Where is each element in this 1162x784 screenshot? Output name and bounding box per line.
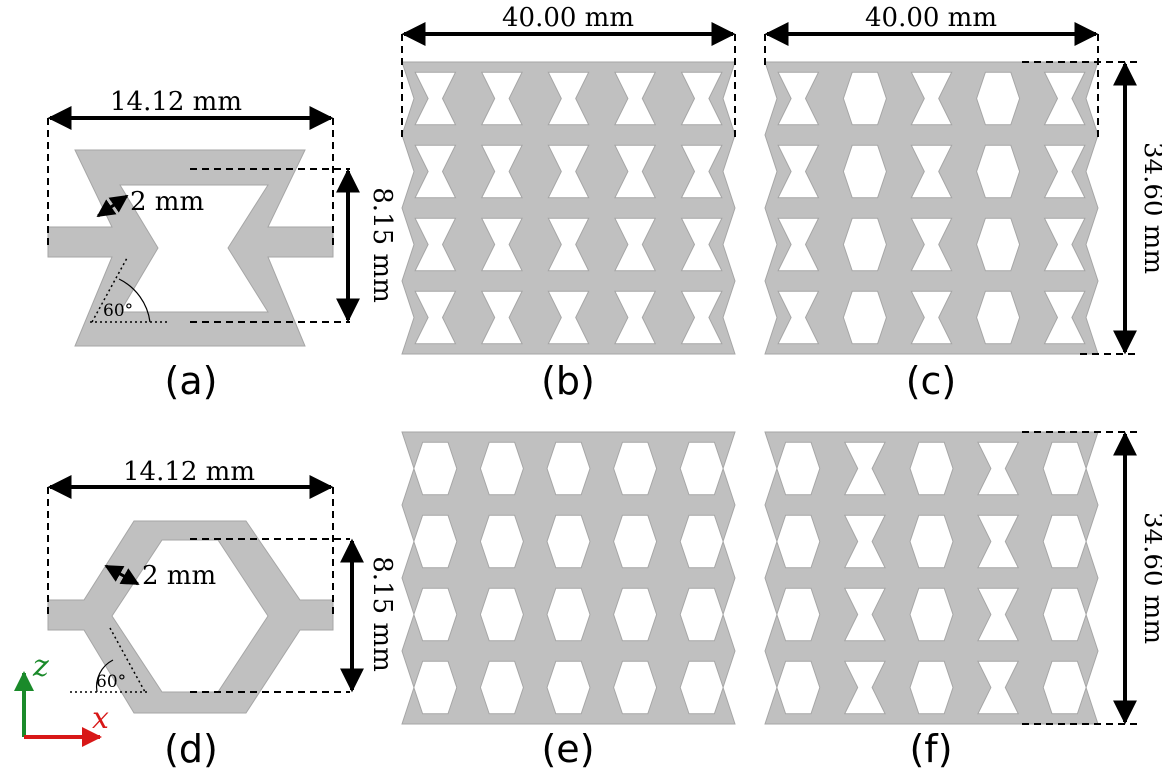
caption-f: (f) bbox=[909, 727, 952, 771]
axis-triad: z x bbox=[13, 649, 109, 747]
lattice-c-shape bbox=[764, 61, 1099, 355]
unit-cell-reentrant: 14.12 mm 8.15 mm 2 mm 60° (a) bbox=[47, 87, 397, 403]
lattice-c bbox=[764, 61, 1099, 355]
lattice-f-shape bbox=[764, 431, 1099, 725]
lattice-f bbox=[764, 431, 1099, 725]
panel-width-label: 40.00 mm bbox=[502, 3, 634, 33]
reentrant-cell-shape bbox=[47, 149, 334, 347]
panel-c: 40.00 mm 34.60 mm (c) bbox=[764, 3, 1162, 403]
wall-thickness-arrow bbox=[96, 194, 129, 218]
cell-width-label: 14.12 mm bbox=[123, 457, 255, 487]
caption-c: (c) bbox=[906, 359, 957, 403]
panel-e: (e) bbox=[401, 431, 736, 771]
wall-thickness-arrow bbox=[104, 564, 140, 586]
angle-label: 60° bbox=[96, 672, 126, 692]
lattice-e-shape bbox=[401, 431, 736, 725]
cell-width-label: 14.12 mm bbox=[110, 87, 242, 117]
lattice-e bbox=[401, 431, 736, 725]
cell-height-label: 8.15 mm bbox=[367, 187, 397, 302]
lattice-b-shape bbox=[401, 61, 736, 355]
panel-width-label: 40.00 mm bbox=[865, 3, 997, 33]
angle-arc bbox=[118, 278, 151, 323]
caption-e: (e) bbox=[541, 727, 594, 771]
cell-height-label: 8.15 mm bbox=[367, 556, 397, 671]
z-axis-label: z bbox=[32, 649, 49, 684]
panel-height-label: 34.60 mm bbox=[1138, 142, 1162, 274]
wall-thickness-label: 2 mm bbox=[142, 561, 216, 591]
unit-cell-hexagonal: 14.12 mm 8.15 mm 2 mm 60° (d) bbox=[47, 457, 397, 771]
hexagonal-cell-shape bbox=[47, 520, 334, 714]
angle-slant-guide bbox=[109, 627, 146, 693]
angle-label: 60° bbox=[103, 301, 133, 321]
caption-a: (a) bbox=[165, 359, 218, 403]
lattice-b bbox=[401, 61, 736, 355]
wall-thickness-label: 2 mm bbox=[130, 187, 204, 217]
caption-d: (d) bbox=[164, 727, 218, 771]
caption-b: (b) bbox=[541, 359, 595, 403]
x-axis-label: x bbox=[92, 701, 109, 736]
angle-slant-guide bbox=[91, 257, 128, 323]
panel-height-label: 34.60 mm bbox=[1138, 512, 1162, 644]
panel-f: 34.60 mm (f) bbox=[764, 431, 1162, 771]
angle-arc bbox=[95, 659, 114, 693]
panel-b: 40.00 mm (b) bbox=[401, 3, 736, 403]
